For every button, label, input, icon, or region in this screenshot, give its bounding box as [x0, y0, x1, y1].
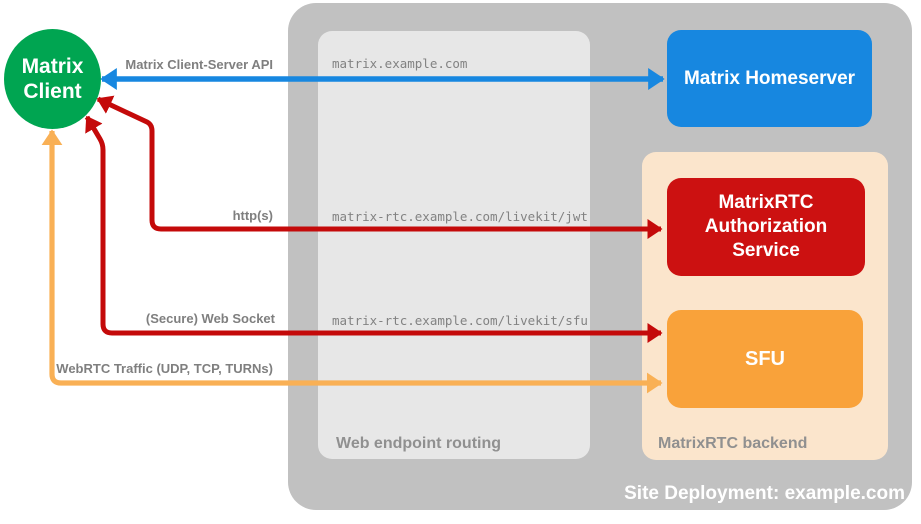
- sfu-label: SFU: [745, 347, 785, 370]
- endpoint-matrix: matrix.example.com: [332, 56, 468, 71]
- matrixrtc-authorization-service-label: MatrixRTC Authorization Service: [704, 192, 828, 261]
- sfu-node: SFU: [667, 310, 863, 408]
- websocket-arrow-label: (Secure) Web Socket: [145, 311, 275, 326]
- client-server-api-arrow-label: Matrix Client-Server API: [125, 57, 273, 72]
- matrix-client-label: Matrix Client: [21, 55, 84, 103]
- matrix-homeserver-node: Matrix Homeserver: [667, 30, 872, 127]
- endpoint-livekit-jwt: matrix-rtc.example.com/livekit/jwt: [332, 209, 588, 224]
- matrixrtc-authorization-service-node: MatrixRTC Authorization Service: [667, 178, 865, 276]
- matrix-homeserver-label: Matrix Homeserver: [683, 67, 856, 89]
- matrixrtc-backend-label: MatrixRTC backend: [658, 435, 808, 452]
- endpoint-livekit-sfu: matrix-rtc.example.com/livekit/sfu: [332, 313, 588, 328]
- web-endpoint-routing-label: Web endpoint routing: [336, 435, 502, 452]
- web-endpoint-routing-container: [318, 31, 590, 459]
- matrix-client-node: Matrix Client: [4, 29, 101, 129]
- https-arrow-label: http(s): [232, 208, 273, 223]
- webrtc-traffic-arrow-label: WebRTC Traffic (UDP, TCP, TURNs): [56, 361, 273, 376]
- site-deployment-label: Site Deployment: example.com: [624, 483, 905, 504]
